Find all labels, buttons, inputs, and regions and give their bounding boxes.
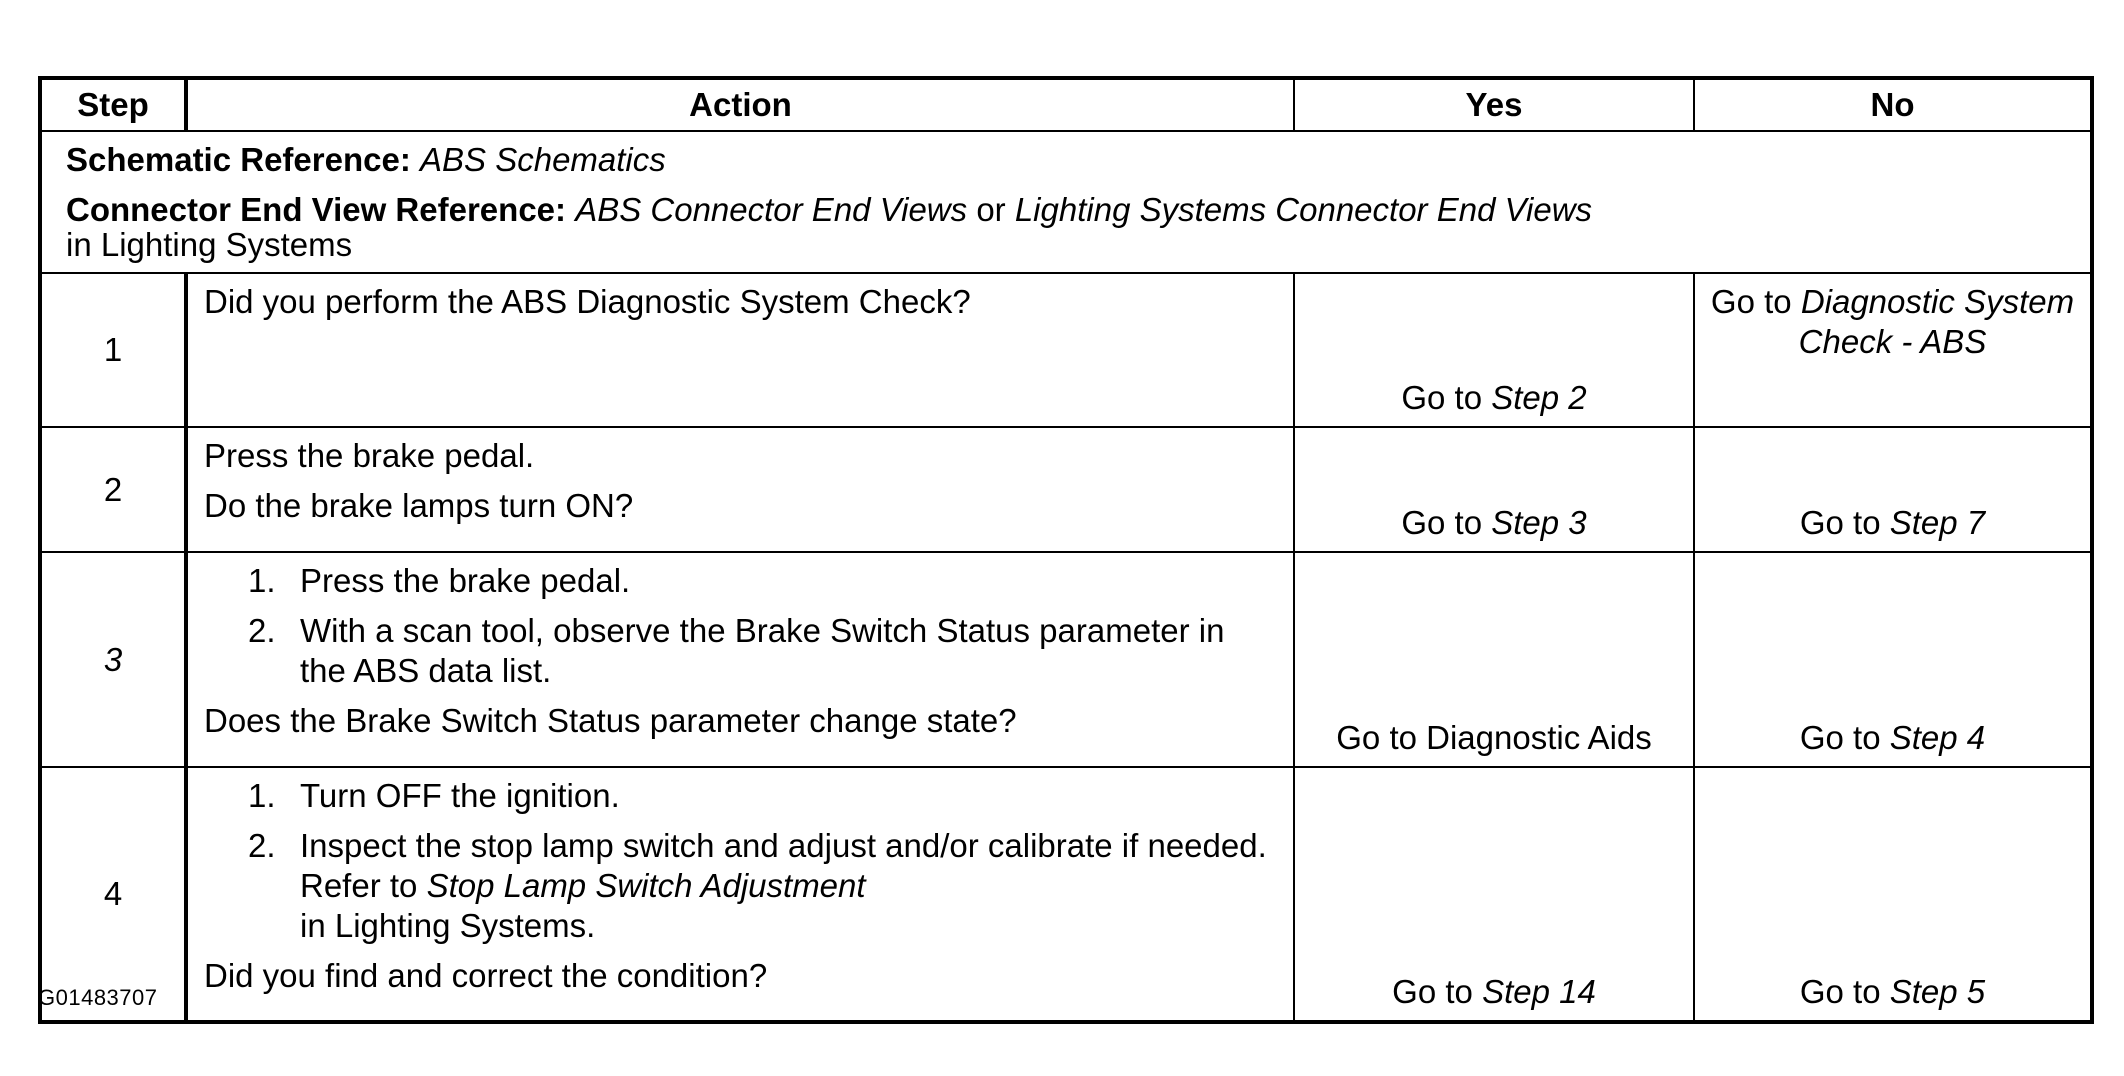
list-item-number: 2.: [248, 827, 276, 864]
list-item: 2. With a scan tool, observe the Brake Sw…: [248, 611, 1277, 691]
list-item-text-suffix: in Lighting Systems.: [300, 907, 596, 944]
action-steps-list: 1. Turn OFF the ignition. 2. Inspect the s…: [204, 776, 1277, 946]
stop-lamp-adjustment-link[interactable]: Stop Lamp Switch Adjustment: [426, 867, 866, 904]
action-cell: Did you perform the ABS Diagnostic Syste…: [185, 272, 1295, 428]
diagnostic-table: Step Action Yes No Schematic Reference: …: [38, 76, 2094, 1024]
yes-link[interactable]: Step 14: [1482, 973, 1596, 1010]
connector-reference-or: or: [976, 191, 1006, 228]
no-link[interactable]: Step 4: [1889, 719, 1986, 756]
yes-cell: Go to Step 2: [1293, 272, 1695, 428]
reference-row: Schematic Reference: ABS Schematics Conn…: [39, 130, 2093, 274]
action-steps-list: 1. Press the brake pedal. 2. With a scan t…: [204, 561, 1277, 691]
connector-reference-link-abs[interactable]: ABS Connector End Views: [575, 191, 968, 228]
yes-cell: Go to Step 14: [1293, 766, 1695, 1023]
list-item-number: 1.: [248, 777, 276, 814]
figure-id: G01483707: [38, 985, 158, 1010]
list-item-number: 2.: [248, 612, 276, 649]
header-action: Action: [185, 77, 1295, 132]
no-cell: Go to Step 4: [1693, 551, 2093, 768]
yes-prefix: Go to: [1392, 973, 1473, 1010]
table-row: 2 Press the brake pedal. Do the brake la…: [39, 426, 2093, 553]
yes-link[interactable]: Go to Diagnostic Aids: [1336, 719, 1652, 756]
list-item-text: Turn OFF the ignition.: [300, 777, 620, 814]
no-cell: Go to Step 7: [1693, 426, 2093, 553]
no-cell: Go to Diagnostic System Check - ABS: [1693, 272, 2093, 428]
table-row: 1 Did you perform the ABS Diagnostic Sys…: [39, 272, 2093, 428]
action-question: Did you perform the ABS Diagnostic Syste…: [204, 283, 971, 320]
step-number: 1: [39, 272, 188, 428]
header-step: Step: [39, 77, 188, 132]
table-row: 4 1. Turn OFF the ignition. 2. Inspect the…: [39, 766, 2093, 1023]
step-number: 4: [39, 766, 188, 1023]
no-prefix: Go to: [1799, 719, 1881, 756]
list-item-number: 1.: [248, 562, 276, 599]
list-item-text: Press the brake pedal.: [300, 562, 631, 599]
connector-reference-link-lighting[interactable]: Lighting Systems Connector End Views: [1014, 191, 1593, 228]
list-item: 2. Inspect the stop lamp switch and adjus…: [248, 826, 1277, 946]
no-link[interactable]: Step 7: [1889, 504, 1986, 541]
yes-cell: Go to Step 3: [1293, 426, 1695, 553]
no-link[interactable]: Diagnostic System Check - ABS: [1798, 283, 2075, 360]
yes-prefix: Go to: [1401, 379, 1483, 416]
list-item: 1. Turn OFF the ignition.: [248, 776, 1277, 816]
diagnostic-table-container: Step Action Yes No Schematic Reference: …: [38, 76, 2094, 1024]
schematic-reference: Schematic Reference: ABS Schematics: [66, 140, 2066, 180]
list-item-text: Inspect the stop lamp switch and adjust …: [300, 827, 1267, 904]
connector-reference: Connector End View Reference: ABS Connec…: [66, 190, 2066, 230]
table-row: 3 1. Press the brake pedal. 2. With a scan…: [39, 551, 2093, 768]
header-yes: Yes: [1293, 77, 1695, 132]
action-question: Does the Brake Switch Status parameter c…: [204, 702, 1017, 739]
no-link[interactable]: Step 5: [1889, 973, 1986, 1010]
header-row: Step Action Yes No: [39, 77, 2093, 132]
yes-prefix: Go to: [1401, 504, 1483, 541]
action-question: Do the brake lamps turn ON?: [204, 487, 634, 524]
schematic-reference-label: Schematic Reference:: [66, 141, 411, 178]
action-question: Did you find and correct the condition?: [204, 957, 768, 994]
yes-link[interactable]: Step 3: [1491, 504, 1587, 541]
schematic-reference-link[interactable]: ABS Schematics: [420, 141, 666, 178]
no-cell: Go to Step 5: [1693, 766, 2093, 1023]
list-item: 1. Press the brake pedal.: [248, 561, 1277, 601]
connector-reference-suffix: in Lighting Systems: [66, 226, 353, 263]
action-instruction: Press the brake pedal.: [204, 437, 535, 474]
step-number: 2: [39, 426, 188, 553]
no-prefix: Go to: [1710, 283, 1792, 320]
yes-link[interactable]: Step 2: [1491, 379, 1587, 416]
action-cell: 1. Press the brake pedal. 2. With a scan t…: [185, 551, 1295, 768]
action-cell: 1. Turn OFF the ignition. 2. Inspect the s…: [185, 766, 1295, 1023]
step-number: 3: [39, 551, 188, 768]
connector-reference-label: Connector End View Reference:: [66, 191, 567, 228]
no-prefix: Go to: [1799, 973, 1881, 1010]
no-prefix: Go to: [1799, 504, 1881, 541]
reference-cell: Schematic Reference: ABS Schematics Conn…: [39, 130, 2093, 274]
yes-cell: Go to Diagnostic Aids: [1293, 551, 1695, 768]
header-no: No: [1693, 77, 2093, 132]
list-item-text: With a scan tool, observe the Brake Swit…: [300, 612, 1225, 689]
action-cell: Press the brake pedal. Do the brake lamp…: [185, 426, 1295, 553]
